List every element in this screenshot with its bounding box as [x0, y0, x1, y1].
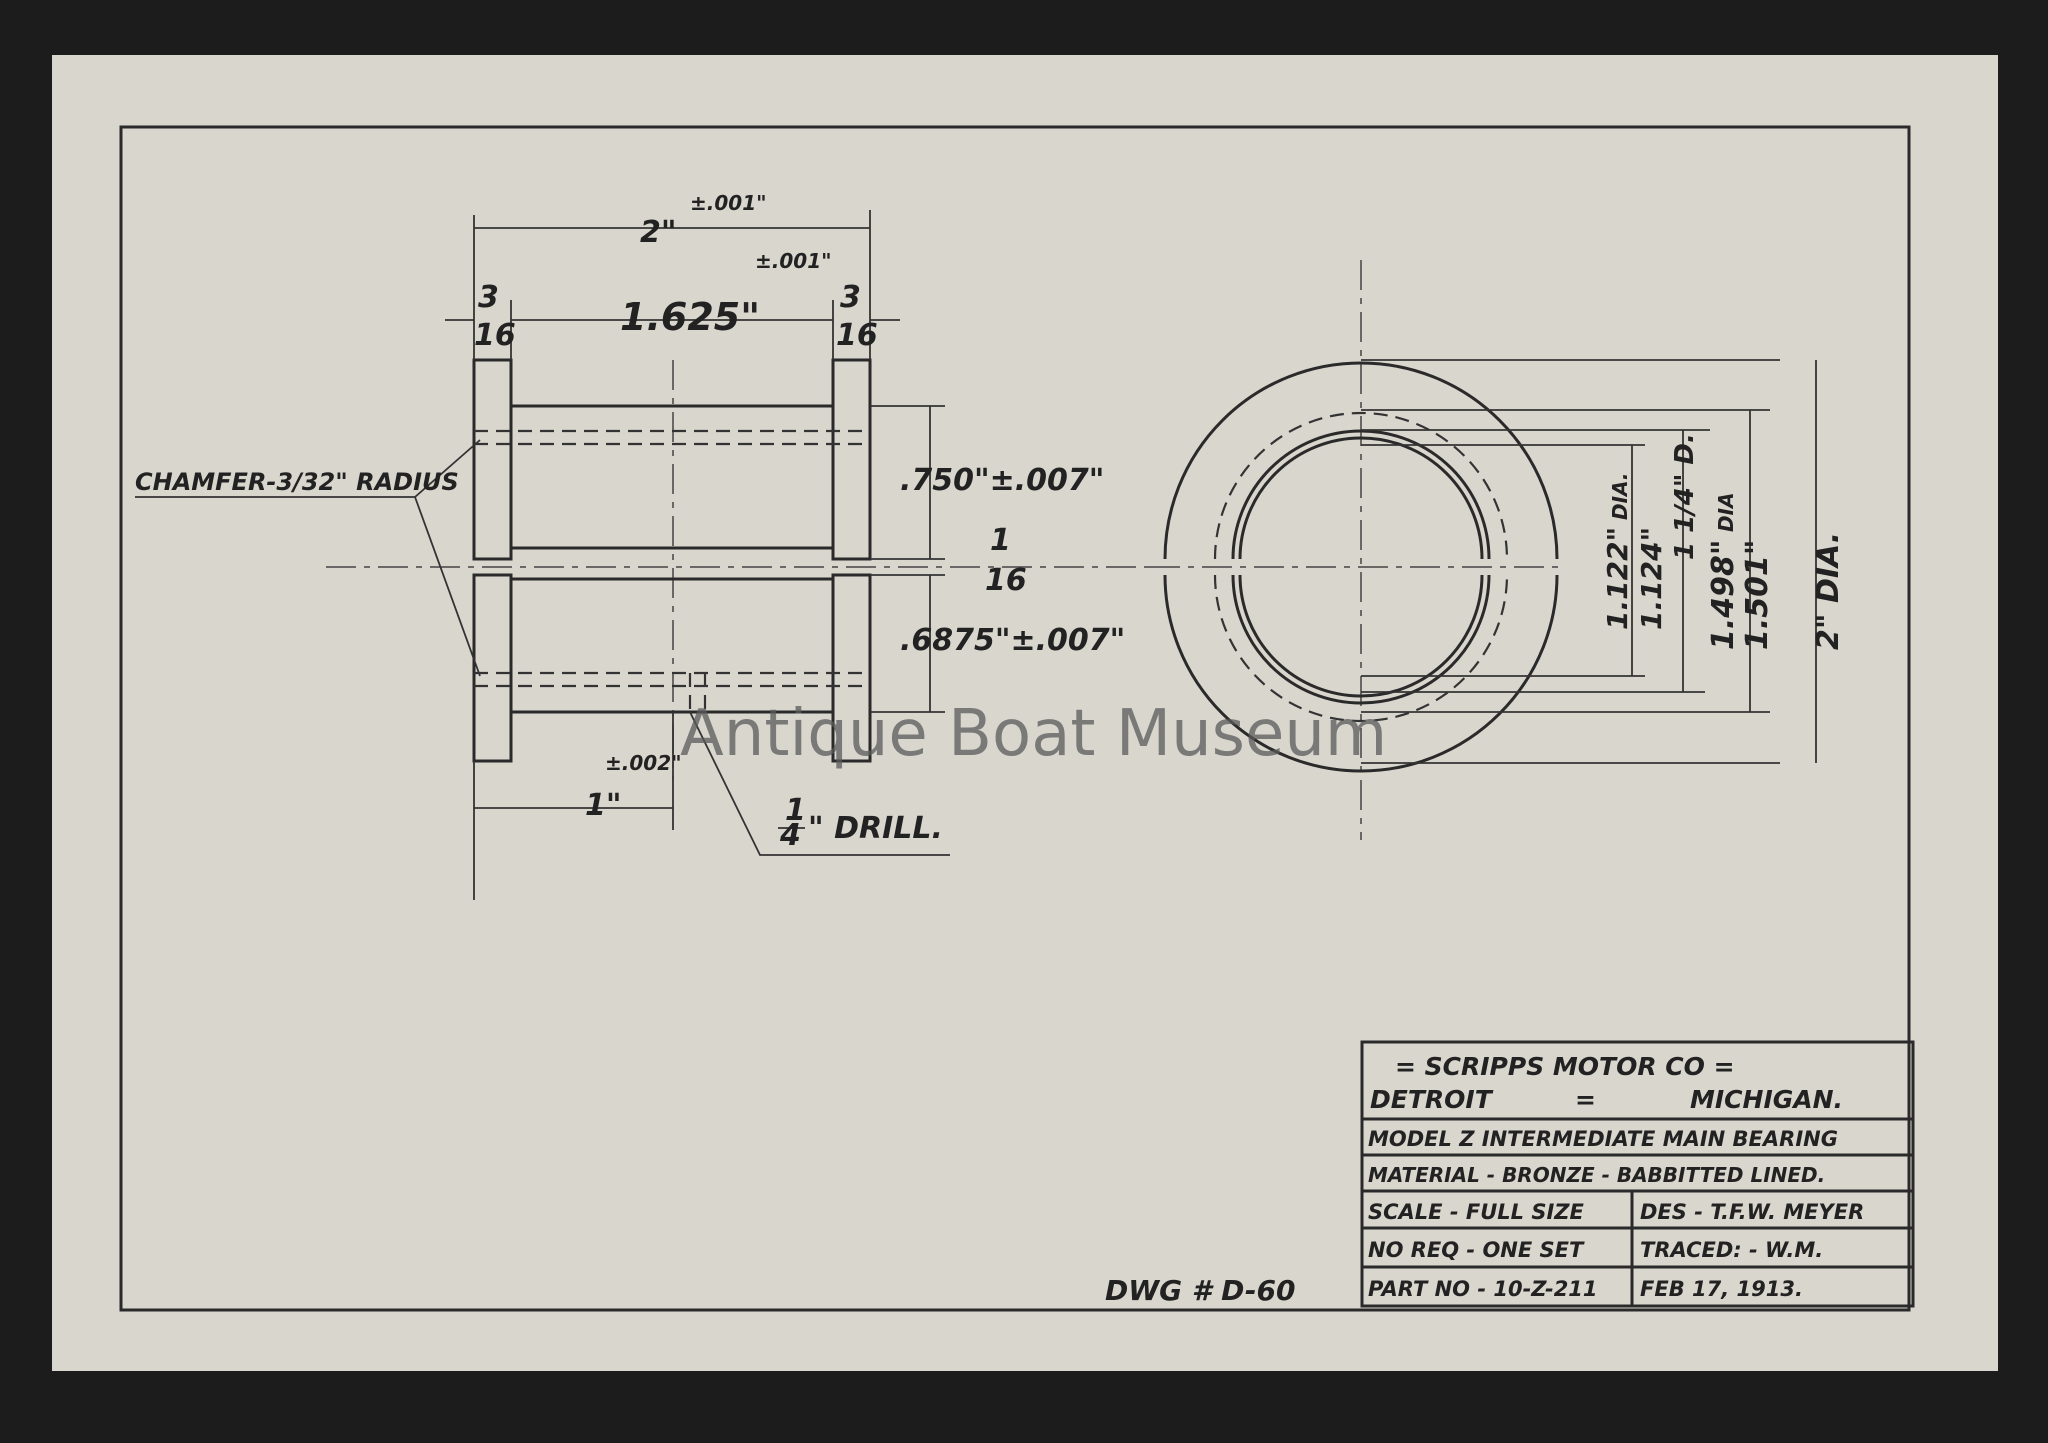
left-flange-upper [472, 358, 513, 561]
scale-field: SCALE - FULL SIZE [1368, 1200, 1584, 1224]
body-length-label: 1.625" [620, 295, 760, 339]
right-flange-lower [831, 573, 872, 763]
company-city: DETROIT [1370, 1085, 1494, 1114]
watermark: Antique Boat Museum [680, 697, 1387, 771]
company-name: = SCRIPPS MOTOR CO = [1395, 1052, 1735, 1081]
split-gap-num: 1 [990, 523, 1011, 558]
outer-dia-label: DIA [1714, 492, 1738, 532]
right-flange-den: 16 [836, 318, 878, 353]
drawing-title: MODEL Z INTERMEDIATE MAIN BEARING [1368, 1127, 1838, 1151]
lining-dia-label: 1 1/4" D. [1670, 433, 1700, 560]
company-state: MICHIGAN. [1690, 1085, 1843, 1114]
left-flange-den: 16 [474, 318, 516, 353]
overall-tolerance-label: ±.001" [690, 191, 767, 215]
drill-label: " DRILL. [808, 811, 943, 846]
drill-den: 4 [779, 818, 801, 853]
upper-height-label: .750"±.007" [900, 463, 1104, 498]
hole-offset-label: 1" [585, 788, 622, 823]
drill-num: 1 [785, 793, 806, 828]
right-flange-upper [831, 358, 872, 561]
city-separator: = [1575, 1085, 1596, 1114]
quantity-field: NO REQ - ONE SET [1368, 1238, 1585, 1262]
left-flange-lower [472, 573, 513, 763]
outer-min-label: 1.498" [1706, 539, 1741, 650]
outer-max-label: 1.501" [1740, 539, 1775, 650]
side-view: 2" ±.001" 3 16 3 16 1.625" ±.001" .750"±… [135, 191, 1150, 900]
outer-flange-circle [1163, 361, 1559, 773]
drawing-border [119, 125, 1911, 1312]
bore-circle [1231, 429, 1491, 705]
bore-max-label: 1.124" [1635, 527, 1668, 630]
date-field: FEB 17, 1913. [1640, 1277, 1803, 1301]
split-gap-den: 16 [985, 563, 1027, 598]
material-spec: MATERIAL - BRONZE - BABBITTED LINED. [1368, 1163, 1825, 1187]
drawing-number: DWG # D-60 [1105, 1274, 1295, 1307]
title-block: = SCRIPPS MOTOR CO = DETROIT = MICHIGAN.… [1360, 1040, 1915, 1308]
right-flange-num: 3 [840, 280, 861, 315]
paper-sheet [52, 55, 1998, 1371]
end-view: 1.122" 1.124" DIA. 1 1/4" D. 1.498" 1.50… [1150, 260, 1846, 840]
hole-offset-tolerance: ±.002" [605, 751, 682, 775]
part-number-field: PART NO - 10-Z-211 [1368, 1277, 1598, 1301]
traced-field: TRACED: - W.M. [1640, 1238, 1823, 1262]
body-tolerance-label: ±.001" [755, 249, 832, 273]
lower-height-label: .6875"±.007" [900, 623, 1125, 658]
bore-dia-label: DIA. [1608, 473, 1632, 521]
left-flange-num: 3 [478, 280, 499, 315]
designer-field: DES - T.F.W. MEYER [1640, 1200, 1864, 1224]
bore-min-label: 1.122" [1601, 527, 1634, 630]
flange-dia-label: 2" DIA. [1811, 532, 1846, 650]
chamfer-label: CHAMFER-3/32" RADIUS [135, 468, 459, 496]
overall-length-label: 2" [640, 215, 677, 250]
